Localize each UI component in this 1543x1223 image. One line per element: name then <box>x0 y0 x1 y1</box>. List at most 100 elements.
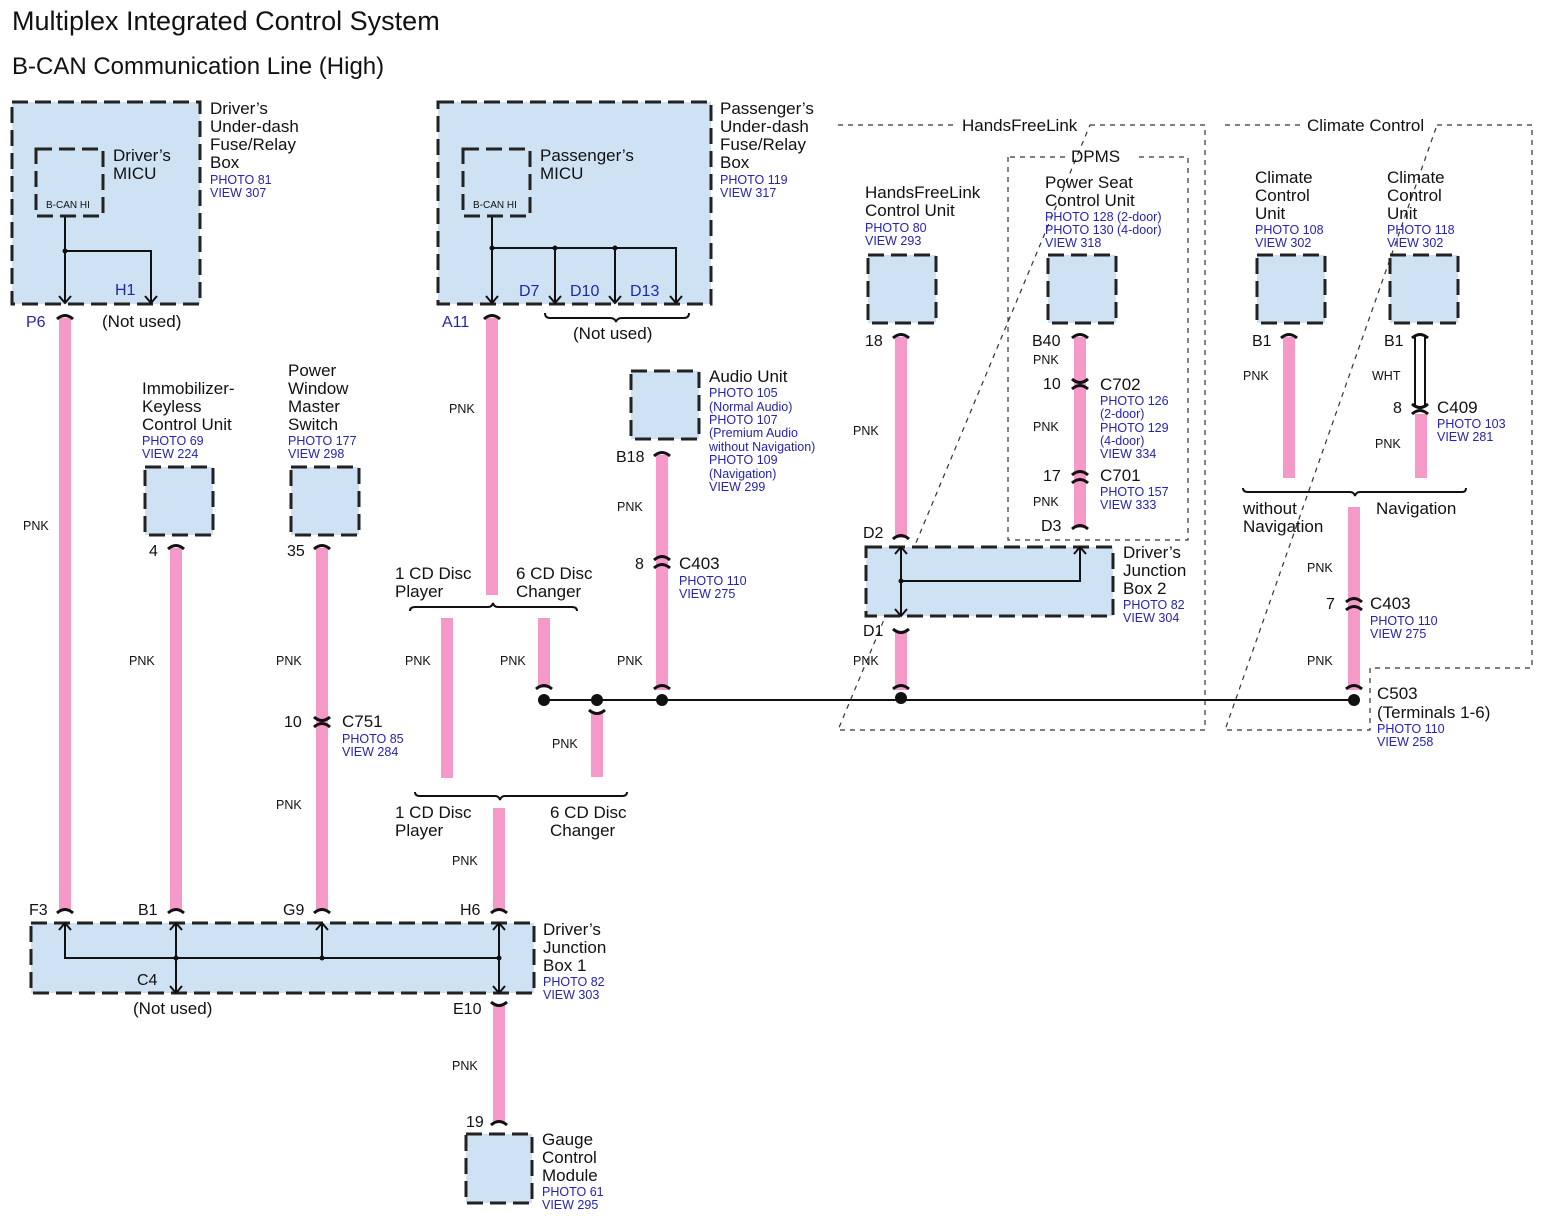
pin-d3: D3 <box>1041 518 1062 535</box>
pin-c409-8: 8 <box>1393 400 1402 417</box>
pin-d10: D10 <box>570 283 599 300</box>
svg-text:PNK: PNK <box>452 1059 478 1073</box>
pin-e10: E10 <box>453 1001 482 1018</box>
immobilizer-keyless-control-unit[interactable]: Immobilizer- Keyless Control Unit PHOTO … <box>142 379 239 537</box>
svg-text:PHOTO 69 VIEW 224: PHOTO 69 VIEW 224 <box>142 434 207 461</box>
pin-c403-8: 8 <box>635 556 644 573</box>
not-used-label: (Not used) <box>102 312 181 331</box>
pin-imm-4: 4 <box>149 543 158 560</box>
svg-text:Climate Control Un: Climate Control Unit <box>1255 168 1317 223</box>
svg-text:Power Seat Control Unit: Power Seat Control Unit <box>1045 173 1138 210</box>
passengers-micu[interactable]: Passenger’s MICU B-CAN HI <box>461 146 639 218</box>
handsfreelink-control-unit[interactable]: HandsFreeLink Control Unit PHOTO 80 VIEW… <box>865 183 985 325</box>
svg-text:PNK: PNK <box>449 402 475 416</box>
svg-text:PNK: PNK <box>853 424 879 438</box>
pin-cc2-b1: B1 <box>1384 333 1404 350</box>
not-used-label: (Not used) <box>133 999 212 1018</box>
svg-text:PNK: PNK <box>23 519 49 533</box>
group-label-dpms: DPMS <box>1071 147 1120 166</box>
svg-text:C701: C701 <box>1100 466 1141 485</box>
svg-text:PNK: PNK <box>1033 353 1059 367</box>
group-dpms: DPMS <box>1007 147 1189 541</box>
svg-text:C403: C403 <box>679 554 720 573</box>
photo-ref: PHOTO 81 VIEW 307 <box>210 173 275 200</box>
svg-text:Audio Unit: Audio Unit <box>709 367 788 386</box>
svg-text:PHOTO 80 VIEW 293: PHOTO 80 VIEW 293 <box>865 221 930 248</box>
svg-text:PNK: PNK <box>1375 437 1401 451</box>
pin-f3: F3 <box>29 902 48 919</box>
pin-d2: D2 <box>863 525 884 542</box>
pin-hfl-18: 18 <box>865 333 883 350</box>
pin-gcm-19: 19 <box>466 1114 484 1131</box>
group-label-handsfreelink: HandsFreeLink <box>962 116 1078 135</box>
svg-text:Driver’s MICU: Driver’s MICU <box>113 146 176 183</box>
drivers-micu[interactable]: Driver’s MICU B-CAN HI <box>34 146 176 218</box>
pin-a11: A11 <box>442 314 469 331</box>
svg-text:PNK: PNK <box>552 737 578 751</box>
pin-pw-35: 35 <box>287 543 305 560</box>
power-window-master-switch[interactable]: Power Window Master Switch PHOTO 177 VIE… <box>288 361 361 537</box>
pin-b40: B40 <box>1032 333 1061 350</box>
group-handsfreelink: HandsFreeLink <box>837 116 1206 731</box>
drivers-fuse-relay-box[interactable]: Driver’s Under-dash Fuse/Relay Box PHOTO… <box>10 99 304 306</box>
svg-text:PNK: PNK <box>405 654 431 668</box>
climate-control-unit-2[interactable]: Climate Control Unit PHOTO 118 VIEW 302 <box>1387 168 1460 325</box>
pin-cc1-b1: B1 <box>1252 333 1272 350</box>
brace <box>544 312 690 323</box>
pin-c702-10: 10 <box>1043 376 1061 393</box>
svg-text:C409: C409 <box>1437 398 1478 417</box>
svg-text:Power Window Maste: Power Window Master Switch <box>288 361 353 434</box>
svg-text:PHOTO 126(2-door)PHOTO 129(4-d: PHOTO 126(2-door)PHOTO 129(4-door)VIEW 3… <box>1100 394 1169 461</box>
pin-jb1-b1: B1 <box>138 902 158 919</box>
diagram-title: Multiplex Integrated Control System <box>12 6 440 36</box>
power-seat-control-unit[interactable]: Power Seat Control Unit PHOTO 128 (2-doo… <box>1045 173 1165 325</box>
svg-text:WHT: WHT <box>1372 369 1401 383</box>
svg-text:PNK: PNK <box>1307 561 1333 575</box>
passengers-micu-internal-lines <box>485 217 683 305</box>
svg-text:Passenger’s Under-dash: Passenger’s Under-dash Fuse/Relay Box <box>720 99 819 172</box>
svg-text:PNK: PNK <box>1033 495 1059 509</box>
b-can-hi-terminal: B-CAN HI <box>473 200 517 211</box>
pin-h1: H1 <box>115 282 136 299</box>
b-can-hi-terminal: B-CAN HI <box>46 200 90 211</box>
pin-c403-7: 7 <box>1326 596 1335 613</box>
svg-text:Immobilizer- Keyless: Immobilizer- Keyless Control Unit <box>142 379 239 434</box>
svg-text:Driver’s Under-dash: Driver’s Under-dash Fuse/Relay Box <box>210 99 304 172</box>
pin-g9: G9 <box>283 902 304 919</box>
svg-text:PHOTO 128 (2-door) PHOTO: PHOTO 128 (2-door) PHOTO 130 (4-door) VI… <box>1045 210 1165 250</box>
climate-control-unit-1[interactable]: Climate Control Unit PHOTO 108 VIEW 302 <box>1255 168 1327 325</box>
audio-unit[interactable]: Audio Unit PHOTO 105 (Normal Audio) PHOT… <box>629 367 819 494</box>
pin-h6: H6 <box>460 902 481 919</box>
svg-text:PNK: PNK <box>853 654 879 668</box>
svg-text:PNK: PNK <box>617 500 643 514</box>
passengers-fuse-relay-box[interactable]: Passenger’s Under-dash Fuse/Relay Box PH… <box>436 99 819 306</box>
svg-text:C751: C751 <box>342 712 383 731</box>
svg-text:PNK: PNK <box>276 798 302 812</box>
connector-c702[interactable]: C702 PHOTO 126(2-door)PHOTO 129(4-door)V… <box>1100 375 1169 461</box>
